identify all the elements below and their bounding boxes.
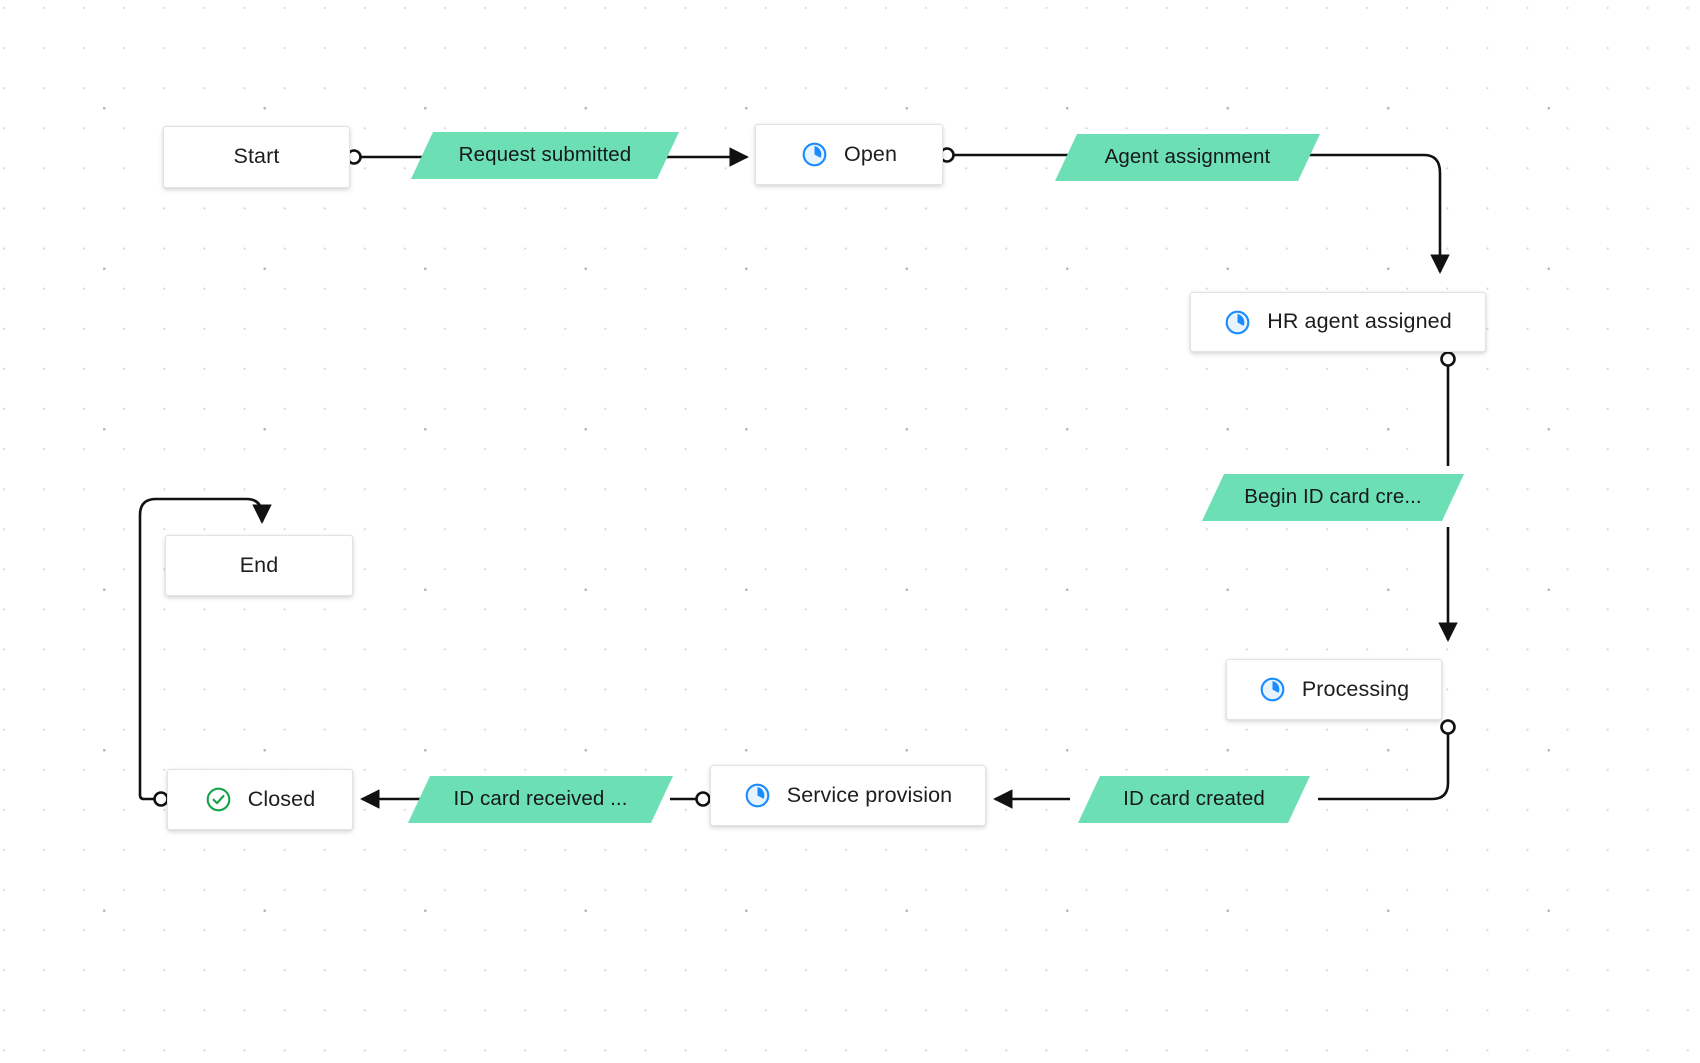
clock-icon	[1260, 677, 1285, 702]
node-hr-agent-assigned[interactable]: HR agent assigned	[1190, 292, 1486, 352]
transition-label-request-submitted[interactable]: Request submitted	[411, 132, 679, 179]
node-closed[interactable]: Closed	[167, 769, 353, 830]
clock-icon	[802, 142, 827, 167]
node-closed-label: Closed	[247, 786, 316, 811]
node-processing-label: Processing	[1301, 676, 1410, 701]
node-end-label: End	[239, 552, 279, 577]
transition-label-agent-assignment[interactable]: Agent assignment	[1055, 134, 1320, 181]
transition-label-begin-id-card-creation[interactable]: Begin ID card cre...	[1202, 474, 1464, 521]
node-end[interactable]: End	[165, 535, 353, 596]
transition-label-id-card-received[interactable]: ID card received ...	[408, 776, 673, 823]
transition-label-id-card-created[interactable]: ID card created	[1078, 776, 1310, 823]
node-hr-agent-assigned-label: HR agent assigned	[1267, 309, 1452, 334]
node-open[interactable]: Open	[755, 124, 943, 185]
node-processing[interactable]: Processing	[1226, 659, 1442, 720]
node-service-provision[interactable]: Service provision	[710, 765, 986, 826]
node-open-label: Open	[844, 141, 897, 166]
node-start[interactable]: Start	[163, 126, 350, 188]
clock-icon	[1225, 310, 1250, 334]
clock-icon	[745, 783, 770, 808]
check-circle-icon	[206, 787, 231, 812]
node-start-label: Start	[233, 144, 280, 169]
node-service-provision-label: Service provision	[786, 782, 953, 807]
